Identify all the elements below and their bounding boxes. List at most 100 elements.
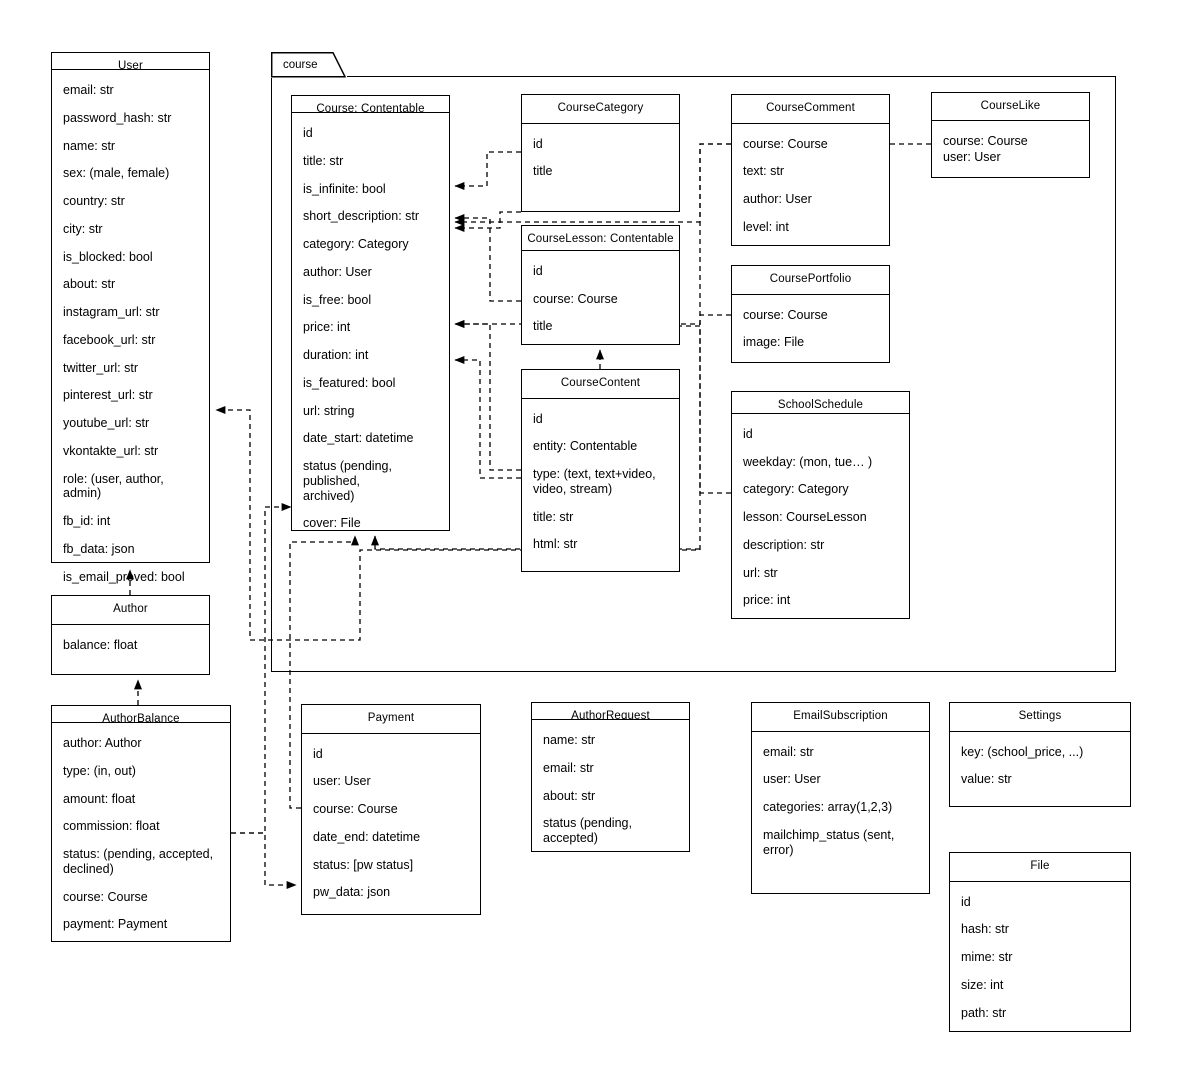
class-title-course-comment: CourseComment: [732, 95, 889, 124]
attribute: id: [533, 411, 543, 426]
class-title-course: Course: Contentable: [292, 96, 449, 113]
attribute: country: str: [63, 194, 125, 208]
attribute: type: (text, text+video, video, stream): [533, 467, 656, 496]
attribute: is_featured: bool: [303, 375, 396, 390]
attribute: path: str: [961, 1005, 1007, 1020]
attribute: author: User: [743, 192, 812, 206]
attribute: user: User: [943, 150, 1001, 165]
package-tab-label: course: [283, 59, 318, 71]
attribute: url: str: [743, 565, 778, 580]
attribute: weekday: (mon, tue… ): [743, 454, 873, 469]
class-attributes-course-category: id title: [522, 124, 679, 212]
class-attributes-course-like: course: Course user: User: [932, 121, 1089, 178]
attribute: sex: (male, female): [63, 166, 170, 181]
attribute: image: File: [743, 335, 805, 350]
class-title-author-request: AuthorRequest: [532, 703, 689, 720]
attribute: category: Category: [743, 482, 849, 497]
attribute: price: int: [303, 320, 351, 335]
attribute: email: str: [543, 760, 594, 775]
attribute: youtube_url: str: [63, 416, 150, 430]
attribute: level: int: [743, 219, 789, 234]
attribute: title: [533, 164, 553, 179]
attribute: key: (school_price, ...): [961, 744, 1084, 759]
attribute: description: str: [743, 537, 825, 552]
attribute: course: Course: [743, 136, 828, 151]
attribute: title: str: [303, 153, 344, 168]
attribute: value: str: [961, 772, 1012, 787]
attribute: course: Course: [533, 291, 618, 306]
attribute: status (pending, published, archived): [303, 459, 392, 503]
class-title-payment: Payment: [302, 705, 480, 734]
attribute: url: string: [303, 403, 355, 418]
attribute: category: Category: [303, 237, 409, 251]
attribute: name: str: [543, 733, 596, 747]
class-title-course-portfolio: CoursePortfolio: [732, 266, 889, 295]
attribute: duration: int: [303, 348, 369, 362]
class-title-course-content: CourseContent: [522, 370, 679, 399]
attribute: id: [313, 746, 323, 761]
attribute: date_start: datetime: [303, 431, 414, 446]
attribute: course: Course: [63, 889, 148, 904]
class-title-school-schedule: SchoolSchedule: [732, 392, 909, 414]
class-title-course-category: CourseCategory: [522, 95, 679, 124]
attribute: categories: array(1,2,3): [763, 800, 893, 814]
class-attributes-author: balance: float: [52, 625, 209, 675]
attribute: balance: float: [63, 637, 138, 652]
package-tab: [271, 52, 347, 78]
attribute: is_blocked: bool: [63, 249, 153, 264]
attribute: mime: str: [961, 950, 1013, 964]
attribute: twitter_url: str: [63, 360, 139, 375]
class-title-course-like: CourseLike: [932, 93, 1089, 121]
attribute: is_email_proved: bool: [63, 569, 185, 584]
attribute: id: [533, 136, 543, 151]
class-box-course-like[interactable]: CourseLike course: Course user: User: [931, 92, 1090, 178]
attribute: user: User: [313, 774, 371, 789]
attribute: about: str: [543, 788, 596, 803]
attribute: about: str: [63, 277, 116, 292]
attribute: course: Course: [943, 133, 1028, 148]
attribute: status: [pw status]: [313, 857, 414, 872]
class-title-course-lesson: CourseLesson: Contentable: [522, 226, 679, 251]
attribute: title: [533, 319, 553, 334]
class-box-course-category[interactable]: CourseCategory id title: [521, 94, 680, 212]
attribute: author: Author: [63, 736, 142, 750]
attribute: fb_id: int: [63, 514, 111, 528]
attribute: payment: Payment: [63, 917, 168, 932]
class-box-author-request[interactable]: AuthorRequest name: str email: str about: s…: [531, 702, 690, 852]
attribute: is_infinite: bool: [303, 181, 386, 196]
attribute: type: (in, out): [63, 763, 136, 778]
class-title-user: User: [52, 53, 209, 70]
attribute: size: int: [961, 977, 1004, 992]
class-title-file: File: [950, 853, 1130, 882]
edge-authorbalance-to-payment: [231, 832, 297, 889]
class-title-email-subscription: EmailSubscription: [752, 703, 929, 732]
attribute: city: str: [63, 221, 103, 236]
class-box-author[interactable]: Author balance: float: [51, 595, 210, 675]
attribute: lesson: CourseLesson: [743, 510, 867, 524]
class-title-author: Author: [52, 596, 209, 625]
attribute: email: str: [763, 744, 814, 759]
attribute: title: str: [533, 509, 574, 524]
attribute: name: str: [63, 138, 116, 153]
